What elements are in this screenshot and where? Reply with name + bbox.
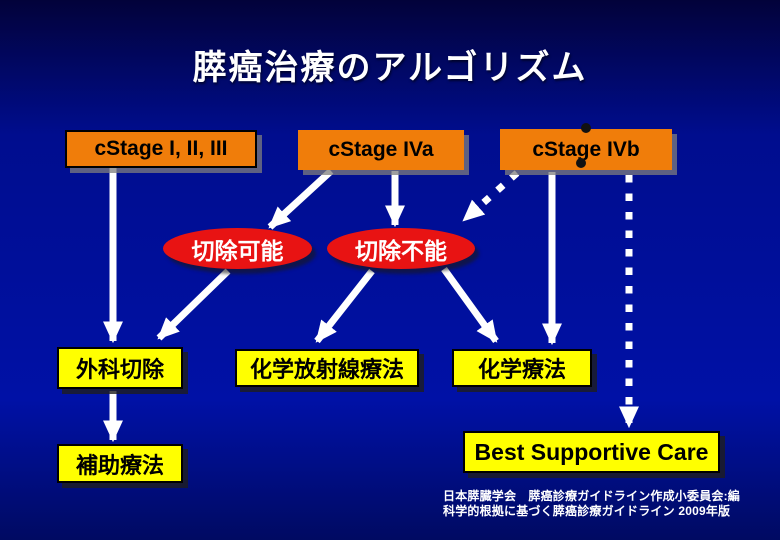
decision-ellipse-resectable: 切除可能	[163, 228, 312, 269]
stage-box-c-stage-4a: cStage IVa	[298, 130, 464, 170]
connector-anchor-dot	[576, 158, 586, 168]
citation-line-2: 科学的根拠に基づく膵癌診療ガイドライン 2009年版	[443, 504, 731, 518]
stage-box-label: cStage IVb	[532, 137, 640, 161]
treatment-label: 外科切除	[75, 357, 164, 382]
treatment-box-best-supportive-care: Best Supportive Care	[463, 431, 720, 473]
stage-box-label: cStage IVa	[328, 138, 434, 161]
edge-unresectable-to-chemotherapy	[441, 266, 499, 344]
stage-box-c-stage-1-2-3: cStage I, II, III	[65, 130, 257, 168]
treatment-label: 補助療法	[75, 452, 164, 478]
treatment-label: Best Supportive Care	[474, 438, 709, 465]
edge-unresectable-to-chemoradiation	[314, 268, 375, 344]
treatment-box-chemoradiotherapy: 化学放射線療法	[235, 349, 419, 387]
treatment-label: 化学放射線療法	[249, 357, 404, 382]
treatment-box-chemotherapy: 化学療法	[452, 349, 592, 387]
edge-stage4b-to-unresectable	[461, 170, 520, 223]
treatment-box-surgical-resection: 外科切除	[57, 347, 183, 389]
decision-label: 切除可能	[191, 237, 284, 264]
citation: 日本膵臓学会 膵癌診療ガイドライン作成小委員会:編 科学的根拠に基づく膵癌診療ガ…	[443, 489, 740, 519]
decision-ellipse-unresectable: 切除不能	[327, 228, 475, 269]
citation-line-1: 日本膵臓学会 膵癌診療ガイドライン作成小委員会:編	[443, 489, 740, 503]
treatment-label: 化学療法	[477, 357, 566, 382]
edge-stage4a-to-resectable	[267, 168, 334, 230]
connector-anchor-dot	[581, 123, 591, 133]
decision-label: 切除不能	[355, 237, 447, 264]
edge-resectable-to-surgery	[156, 268, 231, 341]
stage-box-c-stage-4b: cStage IVb	[500, 129, 672, 170]
treatment-box-adjuvant-therapy: 補助療法	[57, 444, 183, 483]
page-title: 膵癌治療のアルゴリズム	[192, 49, 588, 87]
stage-box-label: cStage I, II, III	[94, 137, 228, 160]
